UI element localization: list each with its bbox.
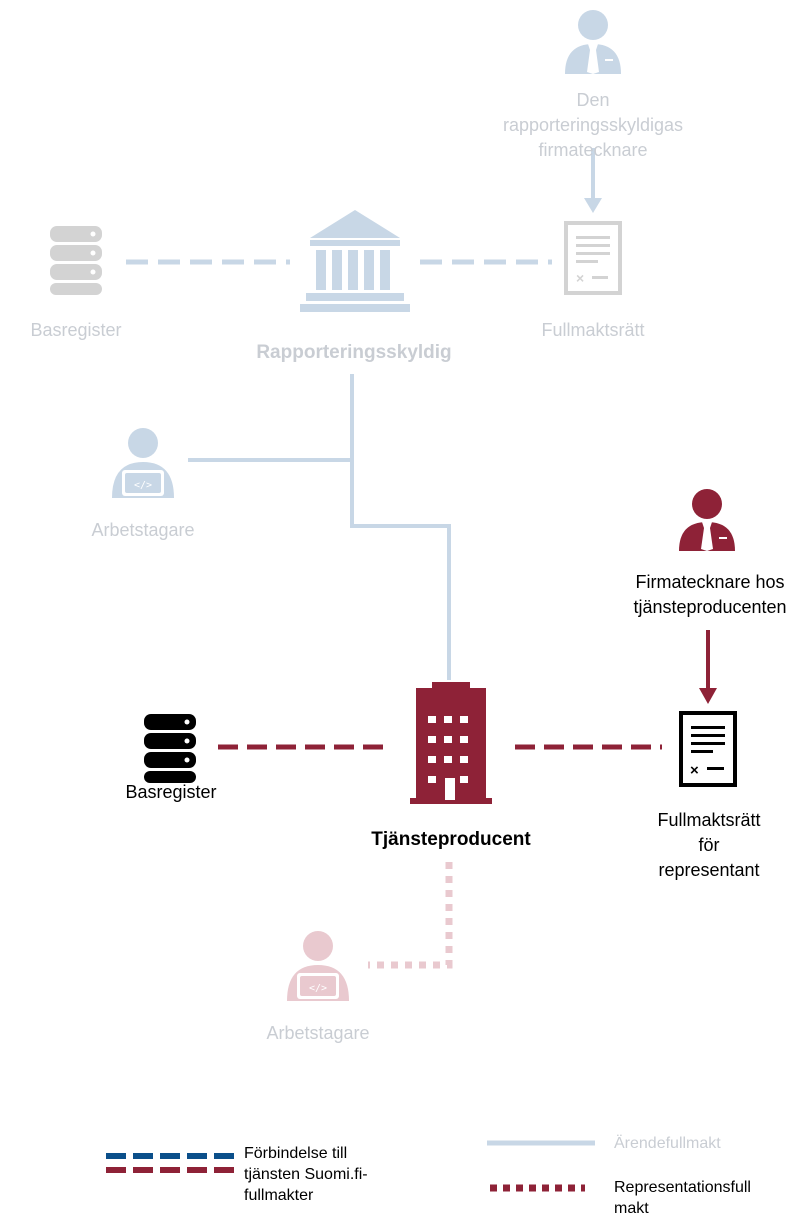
- top-arbetstagare-label: Arbetstagare: [91, 520, 195, 540]
- office-building-icon: [410, 682, 492, 804]
- legend-representationsfullmakt-label: Representationsfull makt: [614, 1179, 751, 1217]
- tjansteproducent-label: Tjänsteproducent: [371, 829, 531, 850]
- arrowhead-bottom: [699, 688, 717, 704]
- top-fullmaktsratt-label: Fullmaktsrätt: [541, 320, 645, 340]
- top-basregister-label: Basregister: [30, 320, 122, 340]
- document-icon: ×: [564, 221, 622, 295]
- top-signatory-label: Den rapporteringsskyldigas firmatecknare: [502, 90, 684, 160]
- bank-building-icon: [300, 210, 410, 312]
- connector-tjansteproducent-arbetstagare: [368, 862, 453, 969]
- bottom-signatory-label: Firmatecknare hos tjänsteproducenten: [633, 572, 787, 617]
- arrowhead-top: [584, 198, 602, 213]
- bottom-arbetstagare-label: Arbetstagare: [266, 1023, 370, 1043]
- rapporteringsskyldig-label: Rapporteringsskyldig: [256, 342, 452, 363]
- svg-text:</>: </>: [134, 480, 152, 491]
- bottom-fullmaktsratt-label: Fullmaktsrätt för representant: [657, 810, 761, 880]
- svg-text:×: ×: [576, 270, 584, 286]
- person-laptop-icon: </>: [112, 428, 174, 498]
- legend-connection-label: Förbindelse till tjänsten Suomi.fi- full…: [244, 1145, 368, 1204]
- connector-rapporteringsskyldig-tjansteproducent: [350, 374, 451, 680]
- svg-text:</>: </>: [309, 983, 327, 994]
- svg-text:×: ×: [690, 762, 699, 779]
- person-tie-icon: [679, 489, 735, 551]
- bottom-basregister-label: Basregister: [125, 782, 217, 802]
- legend-arendefullmakt-label: Ärendefullmakt: [614, 1135, 721, 1152]
- person-tie-icon: [565, 10, 621, 74]
- database-icon: [50, 226, 102, 295]
- database-icon: [144, 714, 196, 783]
- person-laptop-icon: </>: [287, 931, 349, 1001]
- document-icon: ×: [679, 711, 737, 787]
